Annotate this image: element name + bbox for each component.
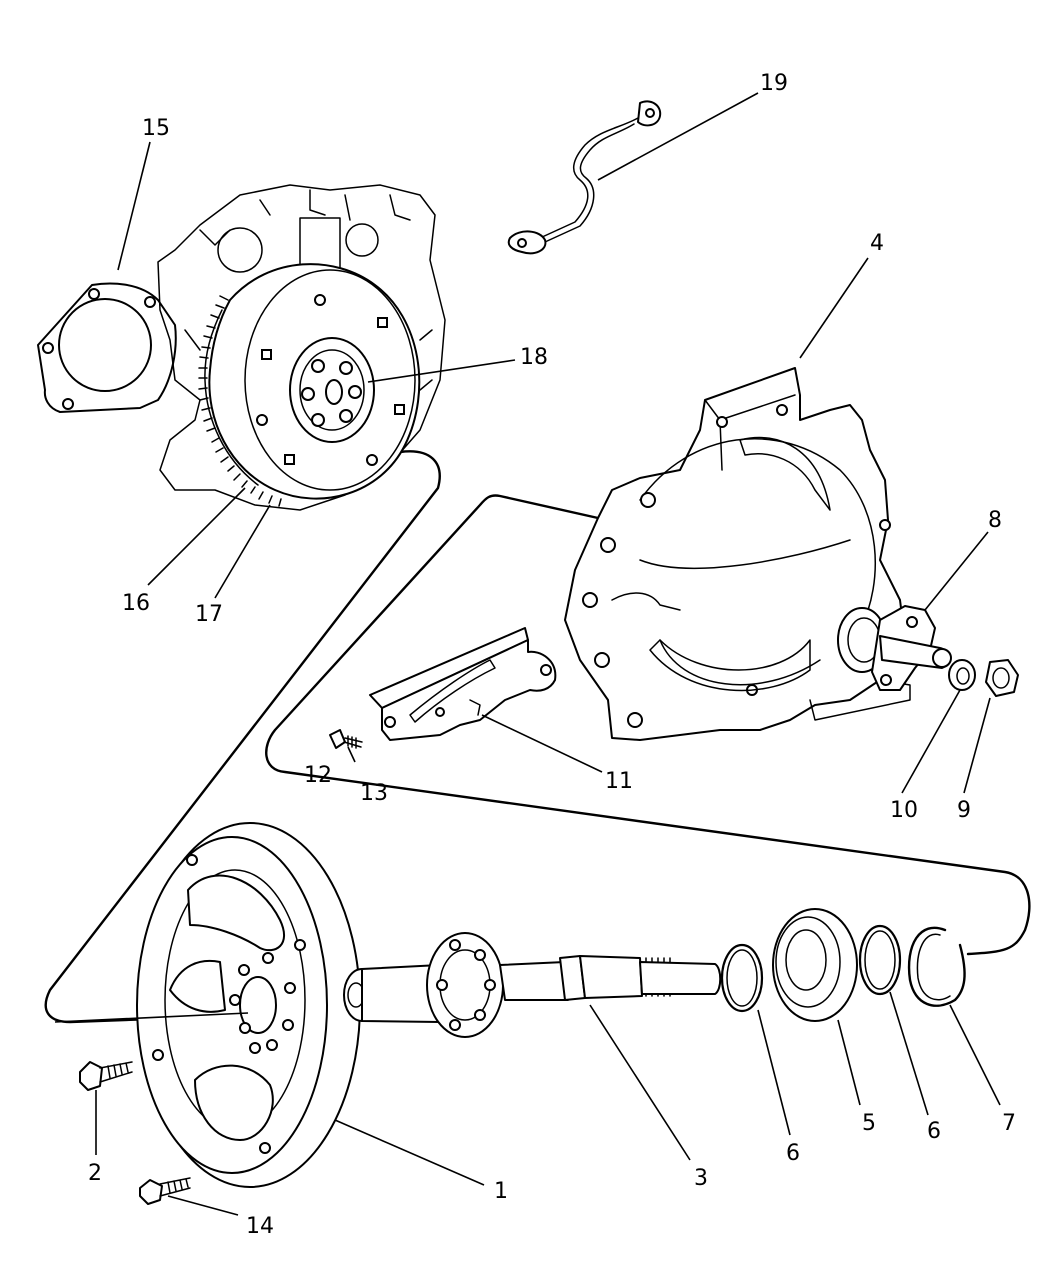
ground-strap: [507, 100, 662, 255]
cover-bolt: [329, 729, 363, 749]
pivot-bracket: [837, 605, 952, 691]
callout-3: 3: [694, 1166, 708, 1191]
callout-9: 9: [957, 798, 971, 823]
leader-lines: [54, 92, 1001, 1216]
callout-15: 15: [142, 116, 170, 141]
dust-cover-plate: [369, 627, 557, 741]
nut: [985, 659, 1019, 697]
callout-13: 13: [360, 781, 388, 806]
washer: [948, 659, 976, 691]
assembly-group-outline-left: [44, 450, 441, 1024]
callout-5: 5: [862, 1111, 876, 1136]
snap-ring-right: [858, 924, 902, 996]
callout-16: 16: [122, 591, 150, 616]
callout-12: 12: [304, 763, 332, 788]
callout-17: 17: [195, 602, 223, 627]
bolt-14: [139, 1177, 191, 1205]
callout-2: 2: [88, 1161, 102, 1186]
callout-18: 18: [520, 345, 548, 370]
drive-plate: [136, 822, 361, 1188]
retaining-ring: [907, 926, 966, 1007]
snap-ring-left: [720, 943, 764, 1013]
callout-4: 4: [870, 231, 884, 256]
bearing: [772, 908, 858, 1022]
callout-labels: 15 18 19 4 8 16 17 11 12 13 10 9 2 14 1 …: [88, 71, 1016, 1239]
callout-14: 14: [246, 1214, 274, 1239]
callout-7: 7: [1002, 1111, 1016, 1136]
assembly-group-outline-right: [265, 494, 1031, 956]
callout-8: 8: [988, 508, 1002, 533]
bell-housing: [564, 367, 911, 741]
callout-6-right: 6: [927, 1119, 941, 1144]
callout-11: 11: [605, 769, 633, 794]
flywheel: [198, 263, 421, 507]
callout-10: 10: [890, 798, 918, 823]
gasket-plate: [37, 282, 177, 413]
callout-1: 1: [494, 1179, 508, 1204]
bolt-2: [79, 1061, 133, 1091]
callout-6-left: 6: [786, 1141, 800, 1166]
callout-19: 19: [760, 71, 788, 96]
input-shaft: [343, 932, 722, 1038]
